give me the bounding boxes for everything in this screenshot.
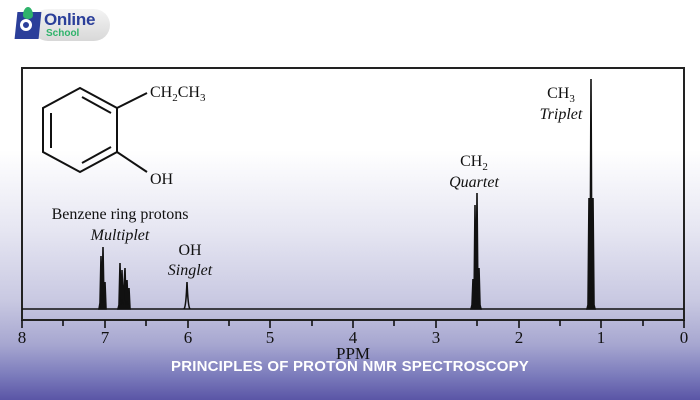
x-tick-6: 6 (184, 328, 193, 347)
ch2-label: CH2 (460, 153, 488, 173)
x-tick-8: 8 (18, 328, 27, 347)
x-tick-3: 3 (432, 328, 441, 347)
substituent-ethyl-label: CH2CH3 (150, 84, 206, 104)
x-axis-label: PPM (336, 344, 370, 363)
molecule-structure (42, 86, 148, 174)
aromatic-label: Benzene ring protons (52, 206, 189, 223)
logo-drop-icon (23, 7, 33, 19)
x-tick-4: 4 (349, 328, 358, 347)
x-tick-7: 7 (101, 328, 110, 347)
x-tick-5: 5 (266, 328, 275, 347)
x-axis (21, 320, 685, 328)
ch3-label: CH3 (547, 85, 575, 105)
logo-text-school: School (46, 28, 80, 39)
x-tick-0: 0 (680, 328, 689, 347)
ch3-multiplicity: Triplet (540, 106, 583, 123)
page-title: PRINCIPLES OF PROTON NMR SPECTROSCOPY (171, 358, 529, 375)
ch2-multiplicity: Quartet (449, 174, 499, 191)
logo-text-online: Online (44, 10, 96, 29)
aromatic-multiplicity: Multiplet (90, 227, 150, 244)
substituent-oh-label: OH (150, 171, 174, 188)
x-tick-2: 2 (515, 328, 524, 347)
x-tick-1: 1 (597, 328, 606, 347)
spectrum-trace (22, 78, 684, 310)
oh-multiplicity: Singlet (168, 262, 213, 279)
logo-pill (32, 9, 110, 41)
oh-label: OH (178, 242, 202, 259)
logo-ring-icon (20, 19, 32, 31)
online-school-logo: Online School (14, 7, 110, 41)
